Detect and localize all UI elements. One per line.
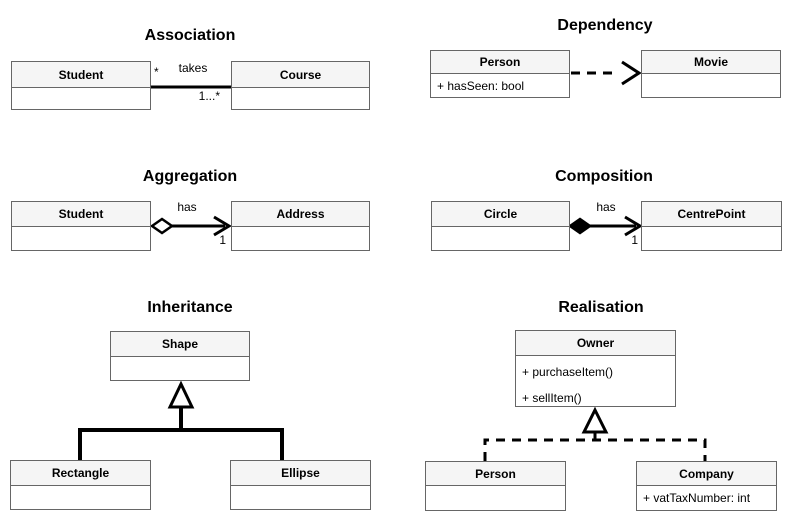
association-source-multiplicity: *	[154, 65, 159, 79]
class-name: Movie	[642, 51, 780, 74]
class-box-movie: Movie	[641, 50, 781, 98]
class-name: Address	[232, 202, 369, 227]
inheritance-connector	[78, 380, 284, 460]
class-name: Person	[426, 462, 565, 486]
class-attributes	[432, 227, 569, 250]
class-box-student-association: Student	[11, 61, 151, 110]
inheritance-hollow-triangle-icon	[167, 380, 195, 409]
aggregation-edge-label: has	[177, 200, 197, 214]
class-attributes: + hasSeen: bool	[431, 74, 569, 97]
class-attributes	[12, 88, 150, 110]
class-name: Course	[232, 62, 369, 88]
class-box-person-dependency: Person + hasSeen: bool	[430, 50, 570, 98]
section-title-association: Association	[144, 27, 236, 44]
section-title-dependency: Dependency	[557, 17, 653, 34]
class-attributes	[111, 357, 249, 380]
class-box-rectangle: Rectangle	[10, 460, 151, 510]
class-box-ellipse: Ellipse	[230, 460, 371, 510]
composition-edge-label: has	[596, 200, 616, 214]
section-title-inheritance: Inheritance	[147, 299, 233, 316]
class-name: Shape	[111, 332, 249, 357]
class-name: Student	[12, 202, 150, 227]
class-name: Company	[637, 462, 776, 486]
class-attribute: + vatTaxNumber: int	[643, 491, 751, 505]
composition-connector	[567, 215, 643, 237]
class-box-student-aggregation: Student	[11, 201, 151, 251]
class-box-centrepoint: CentrePoint	[641, 201, 782, 251]
dependency-open-arrowhead-icon	[621, 60, 642, 86]
class-attributes	[231, 486, 370, 509]
class-box-circle: Circle	[431, 201, 570, 251]
class-attribute: + purchaseItem()	[522, 365, 614, 379]
composition-target-multiplicity: 1	[631, 233, 638, 247]
class-box-owner: Owner + purchaseItem() + sellItem()	[515, 330, 676, 407]
association-edge-label: takes	[178, 61, 208, 75]
aggregation-target-multiplicity: 1	[219, 233, 226, 247]
realisation-hollow-triangle-icon	[581, 406, 609, 434]
class-attributes	[11, 486, 150, 509]
class-attributes	[12, 227, 150, 250]
class-box-company: Company + vatTaxNumber: int	[636, 461, 777, 511]
class-name: Person	[431, 51, 569, 74]
class-attributes: + purchaseItem() + sellItem()	[516, 356, 675, 406]
aggregation-connector	[149, 215, 232, 237]
class-attributes	[426, 486, 565, 510]
realisation-connector	[483, 406, 707, 461]
class-name: Owner	[516, 331, 675, 356]
class-name: Ellipse	[231, 461, 370, 486]
class-box-shape: Shape	[110, 331, 250, 381]
class-box-address: Address	[231, 201, 370, 251]
class-attribute: + hasSeen: bool	[437, 78, 525, 93]
class-attributes	[642, 74, 780, 97]
association-target-multiplicity: 1...*	[198, 89, 220, 103]
composition-filled-diamond-icon	[567, 217, 593, 235]
class-attribute: + sellItem()	[522, 391, 582, 405]
class-attributes: + vatTaxNumber: int	[637, 486, 776, 510]
section-title-composition: Composition	[555, 168, 653, 185]
section-title-aggregation: Aggregation	[142, 168, 238, 185]
class-name: Circle	[432, 202, 569, 227]
class-attributes	[642, 227, 781, 250]
class-attributes	[232, 227, 369, 250]
aggregation-hollow-diamond-icon	[149, 217, 175, 235]
section-title-realisation: Realisation	[558, 299, 644, 316]
class-attributes	[232, 88, 369, 110]
class-box-person-realisation: Person	[425, 461, 566, 511]
dependency-connector	[571, 60, 642, 86]
class-box-course: Course	[231, 61, 370, 110]
class-name: Rectangle	[11, 461, 150, 486]
class-name: Student	[12, 62, 150, 88]
class-name: CentrePoint	[642, 202, 781, 227]
